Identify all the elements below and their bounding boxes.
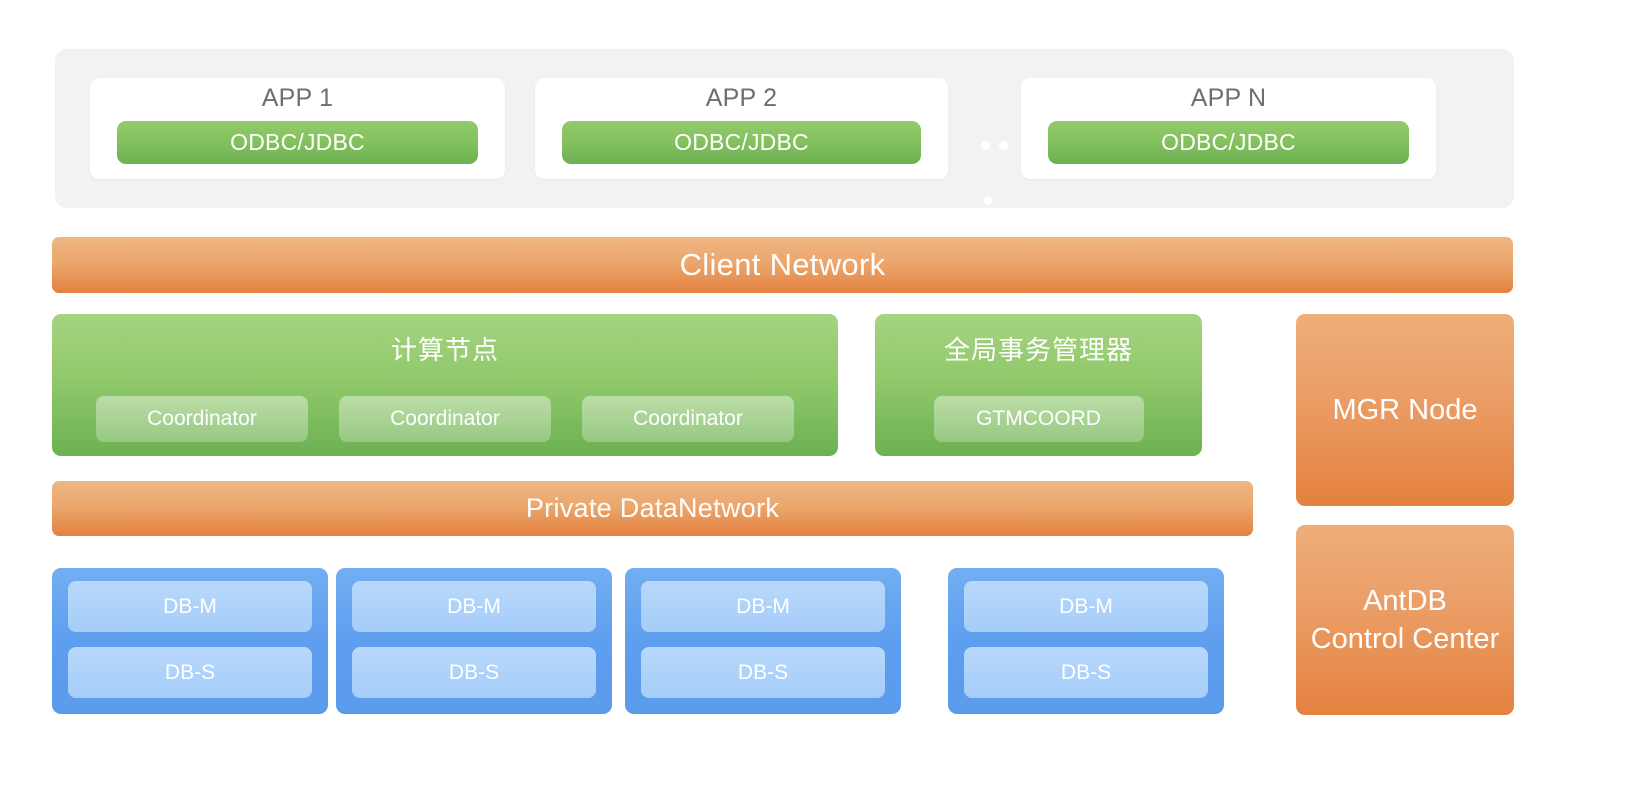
app-card-n[interactable]: APP N ODBC/JDBC bbox=[1021, 78, 1436, 179]
odbc-jdbc-connector[interactable]: ODBC/JDBC bbox=[1048, 121, 1409, 164]
compute-node-title: 计算节点 bbox=[390, 335, 499, 365]
private-datanetwork-banner: Private DataNetwork bbox=[52, 481, 1253, 536]
db-standby-slot[interactable]: DB-S bbox=[964, 647, 1208, 698]
gtm-title: 全局事务管理器 bbox=[943, 335, 1133, 365]
coordinator-slot[interactable]: Coordinator bbox=[339, 396, 551, 442]
application-layer-panel: APP 1 ODBC/JDBC APP 2 ODBC/JDBC APP N OD… bbox=[55, 49, 1514, 208]
gtmcoord-slot[interactable]: GTMCOORD bbox=[933, 396, 1144, 442]
db-group-2: DB-M DB-S bbox=[336, 568, 612, 714]
coordinator-slot[interactable]: Coordinator bbox=[582, 396, 794, 442]
db-standby-slot[interactable]: DB-S bbox=[352, 647, 596, 698]
app-title: APP 1 bbox=[261, 84, 334, 112]
control-center-line-1: AntDB bbox=[1363, 584, 1447, 617]
ellipsis-dot-icon bbox=[999, 141, 1008, 150]
odbc-jdbc-connector[interactable]: ODBC/JDBC bbox=[562, 121, 921, 164]
db-standby-slot[interactable]: DB-S bbox=[641, 647, 885, 698]
app-card-1[interactable]: APP 1 ODBC/JDBC bbox=[90, 78, 505, 179]
db-master-slot[interactable]: DB-M bbox=[352, 581, 596, 632]
odbc-jdbc-connector[interactable]: ODBC/JDBC bbox=[117, 121, 478, 164]
gtmcoord-list: GTMCOORD bbox=[875, 396, 1202, 442]
control-center-label: AntDB Control Center bbox=[1311, 582, 1500, 659]
client-network-banner: Client Network bbox=[52, 237, 1513, 293]
global-transaction-manager-block: 全局事务管理器 GTMCOORD bbox=[875, 314, 1202, 456]
ellipsis-dot-icon bbox=[984, 196, 993, 205]
control-center-line-2: Control Center bbox=[1310, 623, 1500, 655]
compute-node-block: 计算节点 Coordinator Coordinator Coordinator bbox=[52, 314, 838, 456]
db-master-slot[interactable]: DB-M bbox=[964, 581, 1208, 632]
app-card-2[interactable]: APP 2 ODBC/JDBC bbox=[535, 78, 948, 179]
coordinator-slot[interactable]: Coordinator bbox=[96, 396, 308, 442]
ellipsis-dot-icon bbox=[981, 141, 990, 150]
db-master-slot[interactable]: DB-M bbox=[68, 581, 312, 632]
app-title: APP N bbox=[1190, 84, 1267, 112]
app-title: APP 2 bbox=[705, 84, 778, 112]
db-group-4: DB-M DB-S bbox=[948, 568, 1224, 714]
antdb-control-center-block[interactable]: AntDB Control Center bbox=[1296, 525, 1514, 715]
db-group-3: DB-M DB-S bbox=[625, 568, 901, 714]
mgr-node-block[interactable]: MGR Node bbox=[1296, 314, 1514, 506]
coordinator-list: Coordinator Coordinator Coordinator bbox=[52, 396, 838, 442]
db-standby-slot[interactable]: DB-S bbox=[68, 647, 312, 698]
db-group-1: DB-M DB-S bbox=[52, 568, 328, 714]
db-master-slot[interactable]: DB-M bbox=[641, 581, 885, 632]
